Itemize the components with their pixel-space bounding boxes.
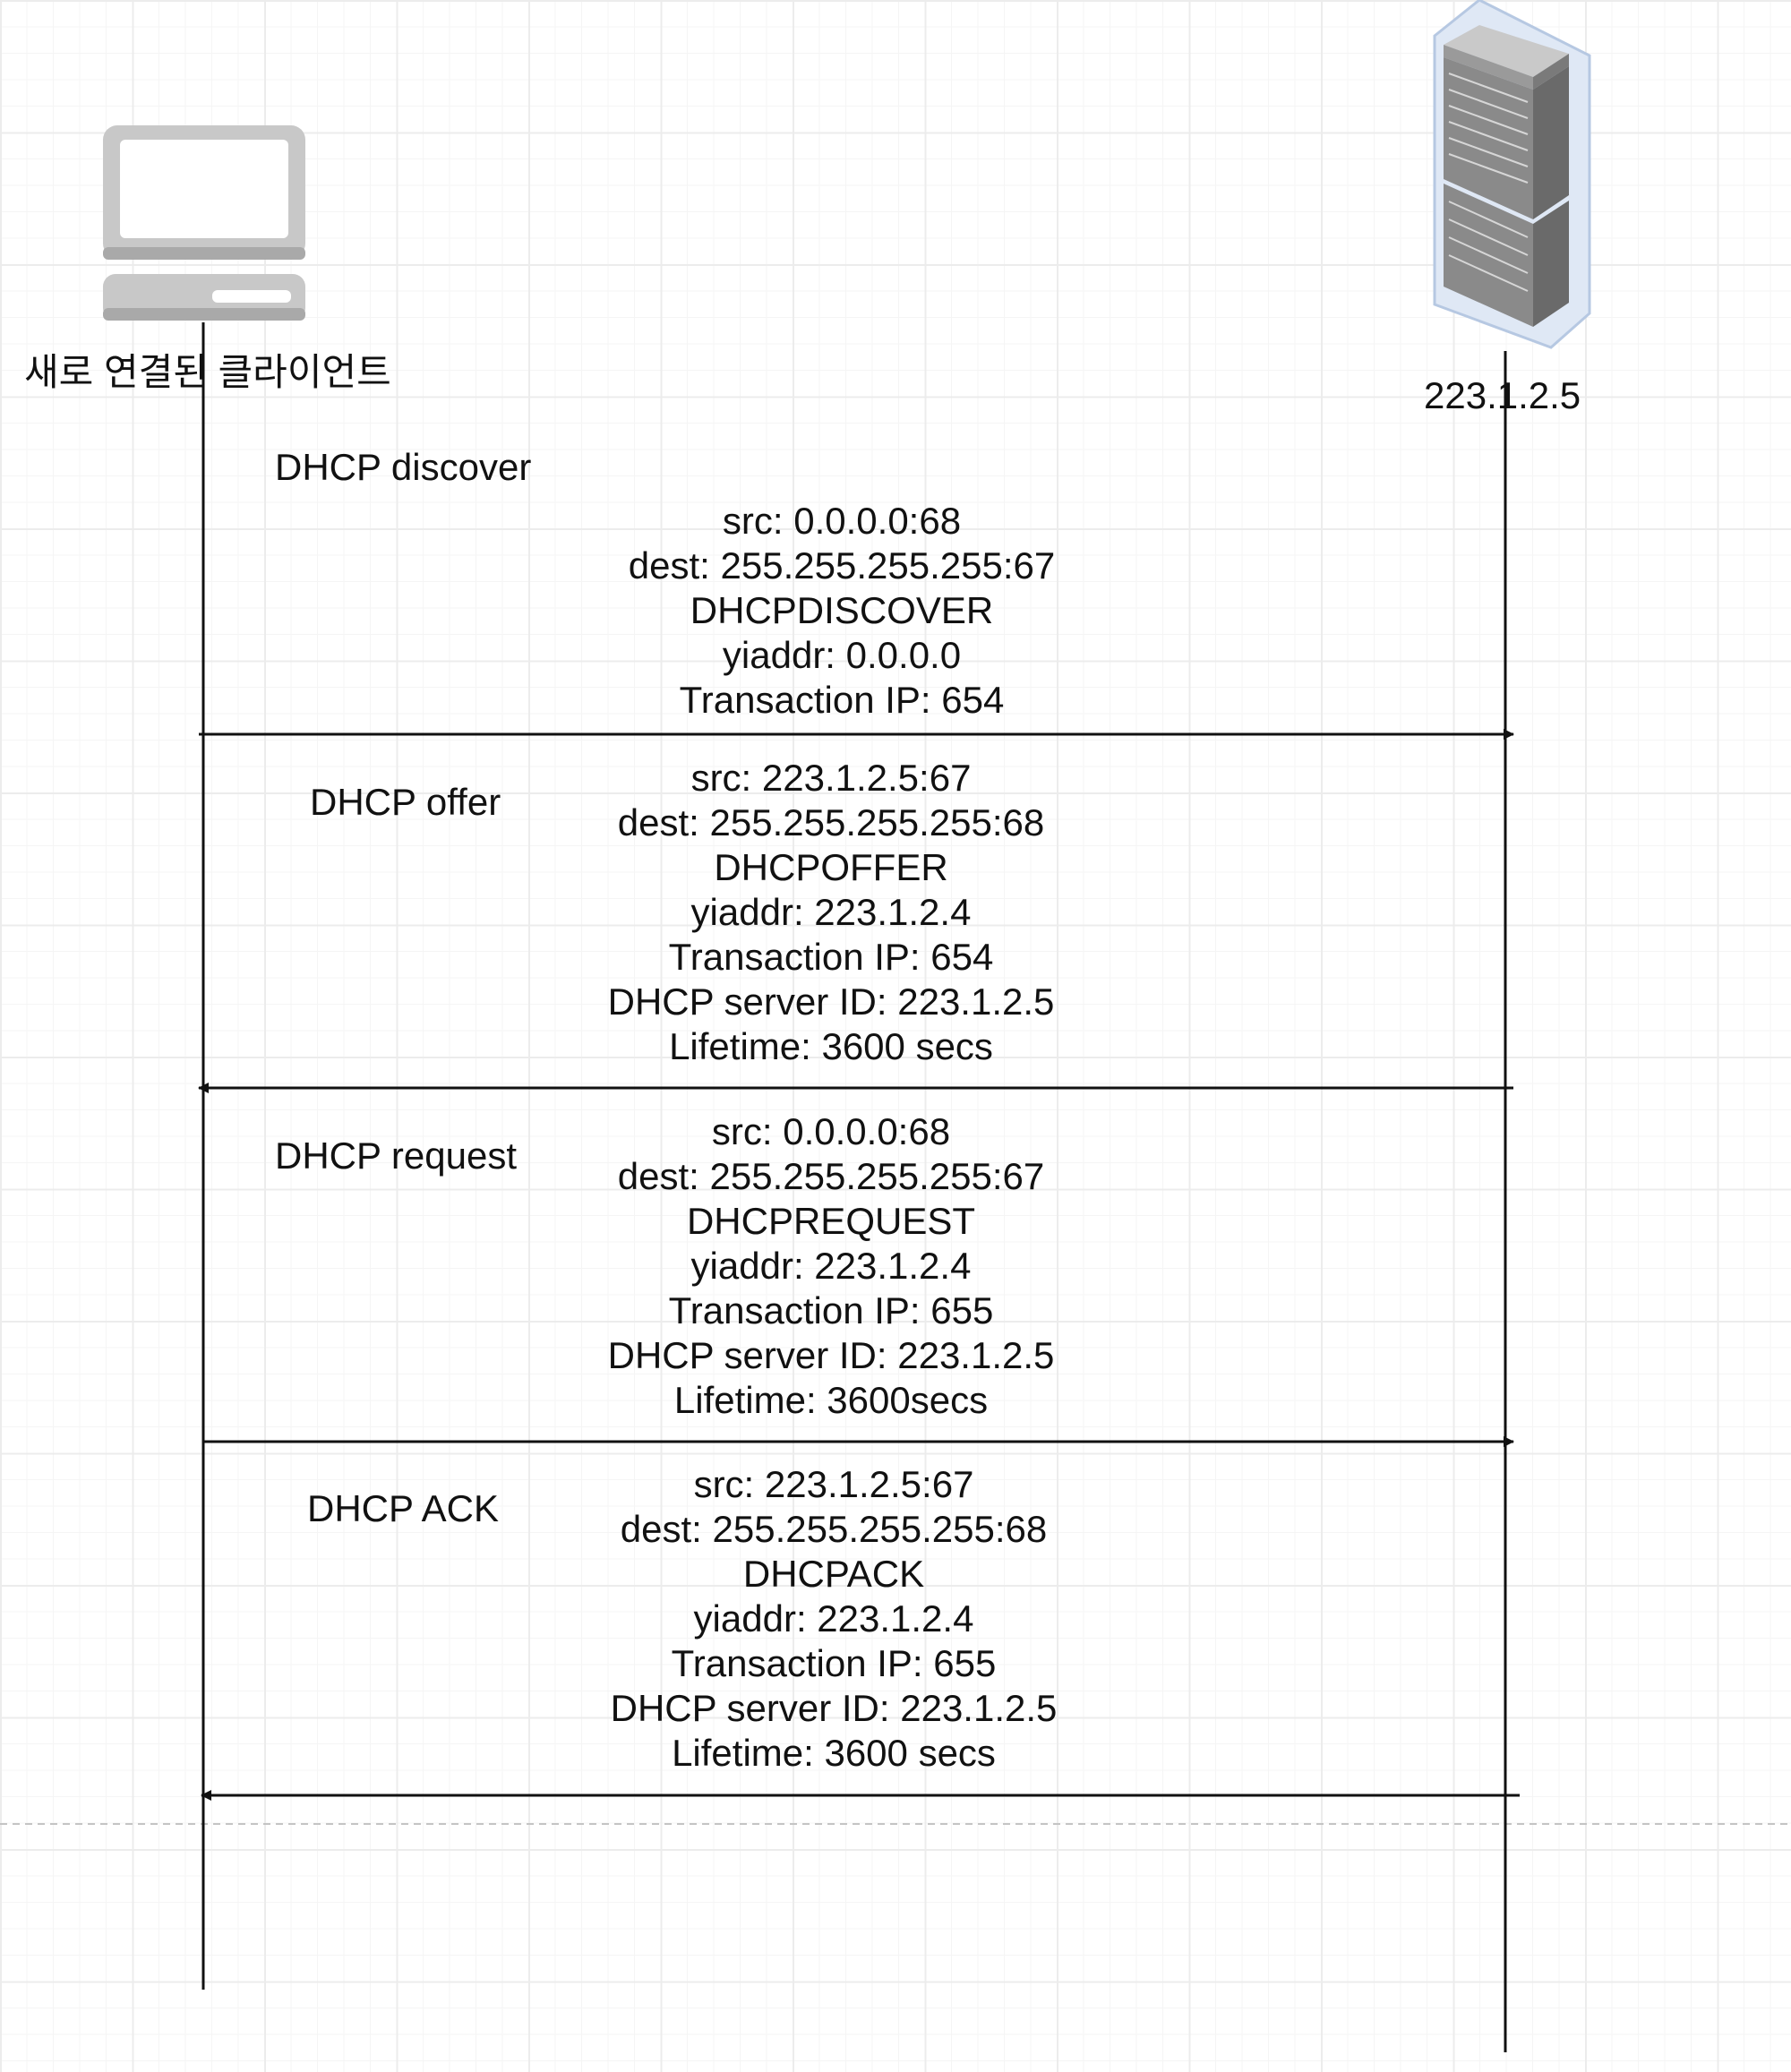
message-line: yiaddr: 223.1.2.4 xyxy=(693,1597,974,1640)
message-line: DHCP server ID: 223.1.2.5 xyxy=(607,1334,1055,1376)
message-line: Transaction IP: 655 xyxy=(671,1642,997,1684)
server-label: 223.1.2.5 xyxy=(1424,374,1581,416)
message-line: Transaction IP: 654 xyxy=(668,936,994,978)
phase-label-discover: DHCP discover xyxy=(275,446,532,488)
message-line: dest: 255.255.255.255:68 xyxy=(620,1508,1048,1550)
message-line: dest: 255.255.255.255:67 xyxy=(617,1155,1045,1197)
message-line: Transaction IP: 654 xyxy=(679,679,1005,721)
message-line: DHCPREQUEST xyxy=(686,1200,976,1242)
phase-label-request: DHCP request xyxy=(275,1134,518,1177)
message-line: dest: 255.255.255.255:68 xyxy=(617,801,1045,843)
message-line: DHCPOFFER xyxy=(714,846,948,888)
message-line: Transaction IP: 655 xyxy=(668,1289,994,1331)
server-rack-icon xyxy=(1433,0,1591,349)
message-line: DHCP server ID: 223.1.2.5 xyxy=(610,1687,1058,1729)
message-line: src: 223.1.2.5:67 xyxy=(690,757,972,799)
message-line: Lifetime: 3600 secs xyxy=(669,1025,993,1067)
phase-label-ack: DHCP ACK xyxy=(307,1487,499,1529)
message-line: yiaddr: 223.1.2.4 xyxy=(690,891,972,933)
message-line: Lifetime: 3600 secs xyxy=(672,1732,996,1774)
message-detail-offer: src: 223.1.2.5:67 dest: 255.255.255.255:… xyxy=(608,756,1055,1069)
client-label: 새로 연결된 클라이언트 xyxy=(24,351,391,393)
message-line: src: 0.0.0.0:68 xyxy=(722,500,962,542)
message-line: src: 223.1.2.5:67 xyxy=(693,1463,974,1505)
message-detail-ack: src: 223.1.2.5:67 dest: 255.255.255.255:… xyxy=(611,1462,1058,1776)
message-line: DHCPACK xyxy=(742,1553,925,1595)
message-detail-request: src: 0.0.0.0:68 dest: 255.255.255.255:67… xyxy=(608,1109,1055,1423)
message-line: src: 0.0.0.0:68 xyxy=(711,1110,951,1152)
message-line: dest: 255.255.255.255:67 xyxy=(628,544,1056,586)
message-line: yiaddr: 223.1.2.4 xyxy=(690,1245,972,1287)
message-line: DHCPDISCOVER xyxy=(690,589,994,631)
message-line: DHCP server ID: 223.1.2.5 xyxy=(607,980,1055,1023)
message-line: yiaddr: 0.0.0.0 xyxy=(722,634,962,676)
laptop-icon xyxy=(103,125,305,321)
phase-label-offer: DHCP offer xyxy=(310,781,501,823)
message-line: Lifetime: 3600secs xyxy=(673,1379,989,1421)
message-detail-discover: src: 0.0.0.0:68 dest: 255.255.255.255:67… xyxy=(629,499,1055,723)
